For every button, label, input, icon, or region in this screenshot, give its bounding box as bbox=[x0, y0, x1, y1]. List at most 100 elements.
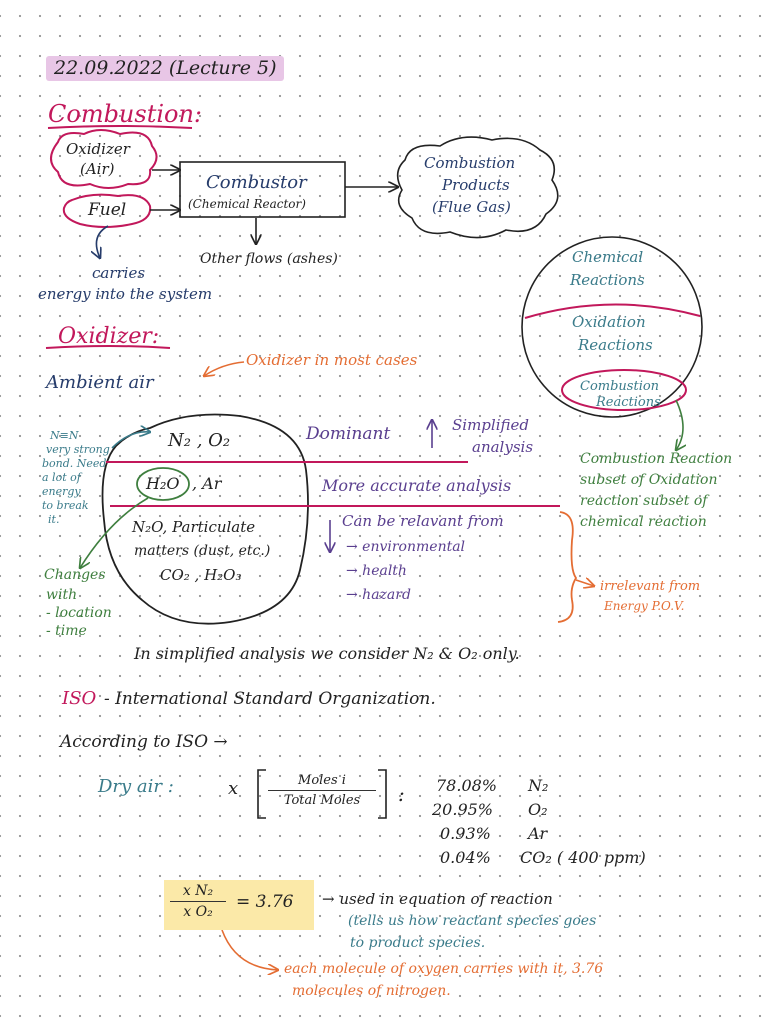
ratio-highlight bbox=[164, 880, 314, 930]
venn-outer-label-2: Reactions bbox=[570, 271, 645, 289]
irrelevant-note-line1: irrelevant from bbox=[600, 579, 701, 594]
venn-caption-line4: chemical reaction bbox=[580, 514, 707, 530]
more-accurate-label: More accurate analysis bbox=[322, 476, 512, 495]
simplified-label-1: Simplified bbox=[452, 416, 529, 434]
changes-note-line4: - time bbox=[46, 623, 87, 639]
products-line2: Products bbox=[442, 176, 510, 194]
oxygen-note-line1: each molecule of oxygen carries with it,… bbox=[284, 961, 604, 977]
blob-row3-line1: N₂O, Particulate bbox=[132, 518, 256, 536]
relevant-item-health: → health bbox=[346, 563, 407, 579]
air-composition-blob bbox=[101, 413, 309, 625]
mole-fraction-numerator: Moles i bbox=[298, 773, 346, 788]
blob-row3-line2: matters (dust, etc.) bbox=[134, 543, 271, 559]
oxidizer-bubble-line1: Oxidizer bbox=[66, 140, 130, 158]
ambient-note: Oxidizer in most cases bbox=[246, 351, 418, 369]
oxidizer-heading: Oxidizer: bbox=[58, 324, 160, 349]
simplified-label-2: analysis bbox=[472, 438, 534, 456]
fuel-label: Fuel bbox=[88, 200, 127, 220]
blob-ar: , Ar bbox=[192, 474, 222, 493]
bracket-left bbox=[257, 769, 266, 819]
changes-note-line1: Changes bbox=[44, 567, 106, 583]
iso-full: - International Standard Organization. bbox=[104, 689, 436, 709]
dry-air-colon: : bbox=[398, 782, 405, 806]
ratio-fraction: x N₂ x O₂ bbox=[170, 884, 226, 919]
dry-air-label: Dry air : bbox=[98, 776, 174, 797]
changes-note-line2: with bbox=[46, 587, 78, 603]
combustion-underline bbox=[47, 125, 193, 129]
according-to-iso: According to ISO → bbox=[60, 732, 228, 752]
fuel-note-line1: carries bbox=[92, 264, 146, 282]
composition-species-ar: Ar bbox=[528, 824, 548, 843]
composition-pct-o2: 20.95% bbox=[432, 800, 494, 819]
dominant-label: Dominant bbox=[306, 424, 391, 444]
ratio-value: = 3.76 bbox=[236, 892, 294, 912]
oxygen-note-line2: molecules of nitrogen. bbox=[292, 983, 451, 999]
simplified-statement: In simplified analysis we consider N₂ & … bbox=[134, 644, 520, 663]
products-cloud bbox=[396, 136, 559, 239]
mole-fraction: Moles i Total Moles bbox=[268, 774, 376, 807]
composition-species-o2: O₂ bbox=[528, 800, 548, 819]
nn-note-line3: bond. Need bbox=[42, 457, 107, 470]
ratio-used-note: → used in equation of reaction bbox=[322, 890, 553, 908]
iso-abbr: ISO bbox=[62, 688, 97, 709]
composition-pct-ar: 0.93% bbox=[440, 824, 491, 843]
ratio-numerator: x N₂ bbox=[182, 883, 214, 899]
relevant-item-environmental: → environmental bbox=[346, 539, 466, 555]
irrelevant-note-line2: Energy P.O.V. bbox=[604, 599, 685, 613]
fuel-note-arrow bbox=[96, 225, 109, 258]
products-line3: (Flue Gas) bbox=[432, 198, 511, 216]
oxygen-note-arrow bbox=[221, 929, 278, 970]
fraction-bar bbox=[268, 790, 376, 791]
fuel-bubble bbox=[62, 193, 152, 228]
fuel-note-line2: energy into the system bbox=[38, 285, 213, 303]
relevant-item-hazard: → hazard bbox=[346, 587, 411, 603]
bracket-right bbox=[378, 769, 387, 819]
nn-note-line1: N≡N bbox=[50, 429, 79, 442]
changes-note-line3: - location bbox=[46, 605, 112, 621]
venn-caption-arrow bbox=[676, 399, 683, 450]
oxidizer-bubble-line2: (Air) bbox=[80, 160, 115, 178]
combustor-subtitle: (Chemical Reactor) bbox=[188, 197, 306, 211]
changes-arrow bbox=[80, 497, 149, 568]
irrelevant-arrow bbox=[575, 580, 594, 586]
nn-note-line4: a lot of bbox=[42, 471, 81, 484]
venn-inner-label-1: Combustion bbox=[580, 379, 660, 394]
products-line1: Combustion bbox=[424, 154, 516, 172]
venn-oxidation-boundary bbox=[524, 303, 701, 319]
ratio-denominator: x O₂ bbox=[183, 904, 213, 920]
combustion-heading: Combustion: bbox=[48, 100, 203, 128]
venn-middle-label-2: Reactions bbox=[578, 336, 653, 354]
ratio-bar bbox=[170, 901, 226, 902]
venn-caption-line3: reaction subset of bbox=[580, 493, 708, 509]
relevance-bracket bbox=[557, 511, 578, 623]
composition-species-n2: N₂ bbox=[528, 776, 549, 795]
h2o-circle bbox=[136, 467, 190, 501]
oxidizer-underline bbox=[45, 345, 171, 349]
nn-note-line7: it. bbox=[48, 513, 60, 526]
venn-inner-label-2: Reactions bbox=[596, 395, 661, 410]
venn-outer-circle bbox=[521, 236, 703, 418]
composition-pct-co2: 0.04% bbox=[440, 848, 491, 867]
venn-caption-line2: subset of Oxidation bbox=[580, 472, 718, 488]
blob-h2o: H₂O bbox=[146, 474, 180, 493]
nn-note-line6: to break bbox=[42, 499, 89, 512]
venn-combustion-ellipse bbox=[561, 369, 687, 411]
combustor-title: Combustor bbox=[206, 172, 307, 193]
ambient-air-label: Ambient air bbox=[46, 372, 154, 393]
oxidizer-bubble bbox=[50, 129, 158, 189]
other-flows-label: Other flows (ashes) bbox=[200, 251, 338, 267]
nn-note-line5: energy bbox=[42, 485, 81, 498]
venn-caption-line1: Combustion Reaction bbox=[580, 451, 733, 467]
blob-row3-line3: CO₂ , H₂O₃ bbox=[160, 566, 242, 584]
nn-note-line2: very strong bbox=[46, 443, 110, 456]
combustor-box bbox=[179, 161, 346, 218]
mole-fraction-x: x bbox=[228, 778, 239, 799]
ambient-note-arrow bbox=[204, 361, 245, 376]
ratio-tells-line1: (tells us how reactant species goes bbox=[348, 913, 597, 929]
blob-row-n2-o2: N₂ , O₂ bbox=[168, 430, 231, 451]
mole-fraction-denominator: Total Moles bbox=[283, 793, 361, 808]
relevant-header: Can be relavant from bbox=[342, 512, 504, 530]
ratio-tells-line2: to product species. bbox=[350, 935, 486, 951]
nn-note-arrow bbox=[111, 432, 150, 449]
